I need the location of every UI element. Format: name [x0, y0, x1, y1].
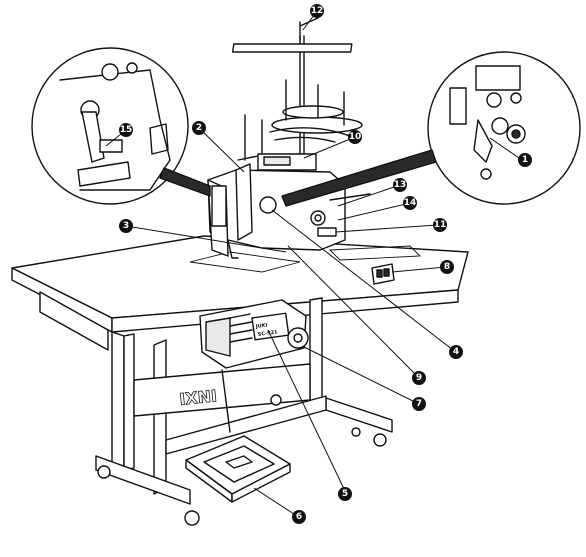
table-top [11, 235, 469, 351]
leader-lines [105, 10, 520, 517]
callout-8: 8 [440, 260, 454, 274]
callout-11: 11 [433, 218, 447, 232]
callout-13: 13 [393, 178, 407, 192]
svg-text:11: 11 [434, 220, 447, 230]
callout-2: 2 [192, 121, 206, 135]
callout-10: 10 [348, 130, 362, 144]
detail-magnifier-left [31, 47, 211, 205]
callout-4: 4 [449, 345, 463, 359]
svg-text:12: 12 [311, 6, 324, 16]
svg-text:5: 5 [342, 489, 348, 499]
callout-7: 7 [412, 397, 426, 411]
callout-12: 12 [310, 4, 324, 18]
motor-model: SC-921 [257, 329, 278, 338]
detail-magnifier-right [281, 51, 581, 207]
callout-9: 9 [412, 371, 426, 385]
motor: JUKI SC-921 [199, 299, 309, 433]
svg-text:13: 13 [394, 180, 407, 190]
svg-text:14: 14 [404, 198, 417, 208]
svg-text:4: 4 [453, 347, 459, 357]
svg-text:2: 2 [196, 123, 202, 133]
callout-3: 3 [119, 219, 133, 233]
svg-text:7: 7 [416, 399, 422, 409]
callout-5: 5 [338, 487, 352, 501]
table-frame: IXNI [95, 297, 393, 526]
callout-14: 14 [403, 196, 417, 210]
svg-text:IXNI: IXNI [178, 386, 217, 409]
svg-text:9: 9 [416, 373, 422, 383]
svg-text:10: 10 [349, 132, 362, 142]
svg-text:8: 8 [444, 262, 450, 272]
operation-box [371, 263, 395, 285]
svg-text:3: 3 [123, 221, 129, 231]
callout-6: 6 [292, 510, 306, 524]
svg-text:15: 15 [120, 125, 133, 135]
pedal [185, 435, 291, 503]
thread-stand [231, 17, 363, 186]
svg-text:6: 6 [296, 512, 302, 522]
callout-15: 15 [119, 123, 133, 137]
motor-brand: JUKI [254, 322, 268, 330]
callout-1: 1 [518, 153, 532, 167]
svg-text:1: 1 [522, 155, 528, 165]
